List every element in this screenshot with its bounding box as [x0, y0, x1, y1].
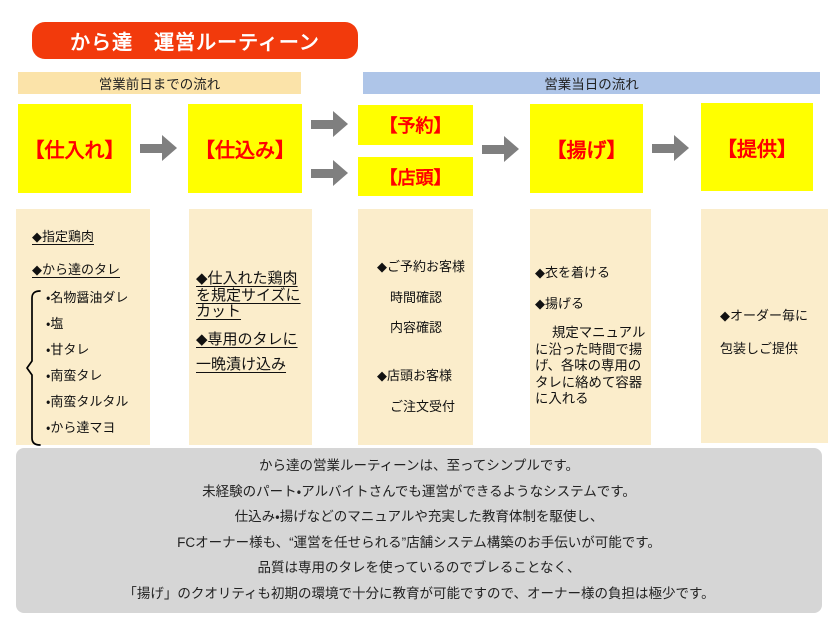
footer-line: 「揚げ」のクオリティも初期の環境で十分に教育が可能ですので、オーナー様の負担は極…: [123, 585, 715, 601]
arrow-head: [333, 160, 348, 186]
panel-prep-details: ◆仕入れた鶏肉を規定サイズにカット ◆専用のタレに 一晩漬け込み: [189, 209, 312, 445]
arrow-shaft: [311, 168, 333, 178]
footer-panel: から達の営業ルーティーンは、至ってシンプルです。 未経験のパート・アルバイトさん…: [16, 448, 822, 613]
title-text: から達 運営ルーティーン: [70, 32, 320, 54]
arrow-head: [504, 136, 519, 162]
sauce-item: ・から達マヨ: [46, 420, 116, 435]
step-box-serve: 【提供】: [701, 103, 813, 191]
step-label-serve: 【提供】: [717, 138, 797, 161]
panel-purchase-details: ◆指定鶏肉 ◆から達のタレ ・名物醤油ダレ ・塩 ・甘タレ ・南蛮タレ ・南蛮タ…: [16, 209, 150, 446]
step-box-purchase: 【仕入れ】: [18, 104, 131, 193]
order-heading-storefront: ◆店頭お客様: [377, 368, 452, 383]
serve-note-line1: ◆オーダー毎に: [720, 308, 808, 323]
arrow-head: [162, 135, 177, 161]
sauce-list: ・名物醤油ダレ ・塩 ・甘タレ ・南蛮タレ ・南蛮タルタル ・から達マヨ: [26, 285, 146, 446]
flow-arrow-right-icon: [652, 135, 689, 161]
flow-arrow-right-icon: [311, 111, 348, 137]
step-label-fry: 【揚げ】: [546, 140, 627, 162]
step-box-reservation: 【予約】: [358, 105, 473, 145]
serve-note-line2: 包装しご提供: [720, 341, 799, 356]
flow-arrow-right-icon: [482, 136, 519, 162]
step-box-fry: 【揚げ】: [530, 104, 643, 193]
step-box-prep: 【仕込み】: [188, 104, 302, 193]
arrow-shaft: [482, 144, 504, 154]
footer-line: 仕込み・揚げなどのマニュアルや充実した教育体制を駆使し、: [234, 509, 604, 525]
flow-arrow-right-icon: [140, 135, 177, 161]
sauce-item: ・甘タレ: [46, 342, 90, 357]
fry-manual-paragraph: 規定マニュアルに沿った時間で揚げ、各味の専用のタレに絡めて容器に入れる: [535, 325, 646, 406]
order-heading-reservation: ◆ご予約お客様: [377, 259, 465, 274]
phase-header-business-day-label: 営業当日の流れ: [544, 77, 639, 92]
prep-cut-note: ◆仕入れた鶏肉を規定サイズにカット: [196, 270, 301, 320]
phase-header-before-day-label: 営業前日までの流れ: [98, 77, 221, 92]
arrow-head: [333, 111, 348, 137]
step-label-storefront: 【店頭】: [379, 167, 452, 188]
panel-order-details: ◆ご予約お客様 時間確認 内容確認 ◆店頭お客様 ご注文受付: [358, 209, 473, 445]
phase-header-business-day: 営業当日の流れ: [363, 72, 820, 94]
sauce-item: ・南蛮タレ: [46, 368, 103, 383]
step-box-storefront: 【店頭】: [358, 157, 473, 196]
step-label-prep: 【仕込み】: [195, 140, 295, 162]
left-brace-icon: [26, 290, 41, 446]
prep-marinate-note-line2: 一晩漬け込み: [196, 355, 287, 373]
sauce-item: ・南蛮タルタル: [46, 394, 129, 409]
sauce-item: ・塩: [46, 316, 64, 331]
footer-line: 未経験のパート・アルバイトさんでも運営ができるようなシステムです。: [202, 483, 636, 499]
sauce-item: ・名物醤油ダレ: [46, 290, 129, 305]
footer-line: FCオーナー様も、“運営を任せられる”店舗システム構築のお手伝いが可能です。: [177, 534, 661, 550]
order-sub-content-check: 内容確認: [390, 320, 443, 335]
step-label-reservation: 【予約】: [379, 116, 452, 136]
arrow-shaft: [652, 143, 674, 153]
prep-marinate-note-line1: ◆専用のタレに: [196, 330, 298, 348]
purchase-heading-chicken: ◆指定鶏肉: [32, 229, 94, 244]
footer-line: 品質は専用のタレを使っているのでブレることなく、: [257, 560, 581, 576]
fry-heading-batter: ◆衣を着ける: [535, 265, 610, 280]
purchase-heading-sauce: ◆から達のタレ: [32, 262, 120, 277]
step-label-purchase: 【仕入れ】: [24, 140, 125, 162]
phase-header-before-day: 営業前日までの流れ: [18, 72, 301, 94]
order-sub-order-taking: ご注文受付: [390, 399, 456, 414]
flow-arrow-right-icon: [311, 160, 348, 186]
panel-fry-details: ◆衣を着ける ◆揚げる 規定マニュアルに沿った時間で揚げ、各味の専用のタレに絡め…: [530, 209, 651, 445]
arrow-shaft: [311, 119, 333, 129]
title-banner: から達 運営ルーティーン: [32, 22, 358, 59]
panel-serve-details: ◆オーダー毎に 包装しご提供: [701, 209, 828, 443]
fry-heading-fry: ◆揚げる: [535, 296, 584, 311]
arrow-shaft: [140, 143, 162, 153]
order-sub-time-check: 時間確認: [390, 290, 443, 305]
arrow-head: [674, 135, 689, 161]
footer-line: から達の営業ルーティーンは、至ってシンプルです。: [258, 458, 580, 473]
